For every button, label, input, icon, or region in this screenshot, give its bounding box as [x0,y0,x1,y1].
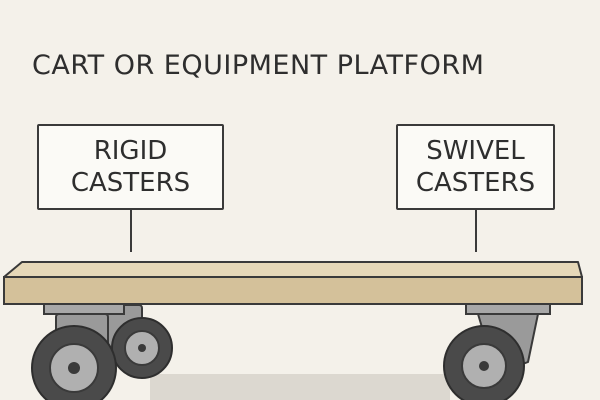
wheel-axle [68,362,80,374]
floor-shadow [150,374,450,400]
swivel-callout-line1: SWIVEL [426,136,525,166]
rigid-casters-callout: RIGID CASTERS [37,124,224,210]
cart-platform [3,261,583,305]
rigid-caster-back [103,304,173,379]
swivel-caster-front [443,303,551,400]
rigid-callout-line2: CASTERS [70,168,191,198]
swivel-callout-line2: CASTERS [415,168,536,198]
rigid-callout-line1: RIGID [93,136,168,166]
platform-top-surface [3,261,583,278]
swivel-casters-callout: SWIVEL CASTERS [396,124,555,210]
wheel-axle [479,361,489,371]
caster-mount-plate [43,303,125,315]
rigid-caster-front [31,303,125,400]
platform-front-edge [3,276,583,305]
page-title: CART OR EQUIPMENT PLATFORM [32,50,485,81]
wheel-axle [138,344,146,352]
caster-mount-plate [465,303,551,315]
